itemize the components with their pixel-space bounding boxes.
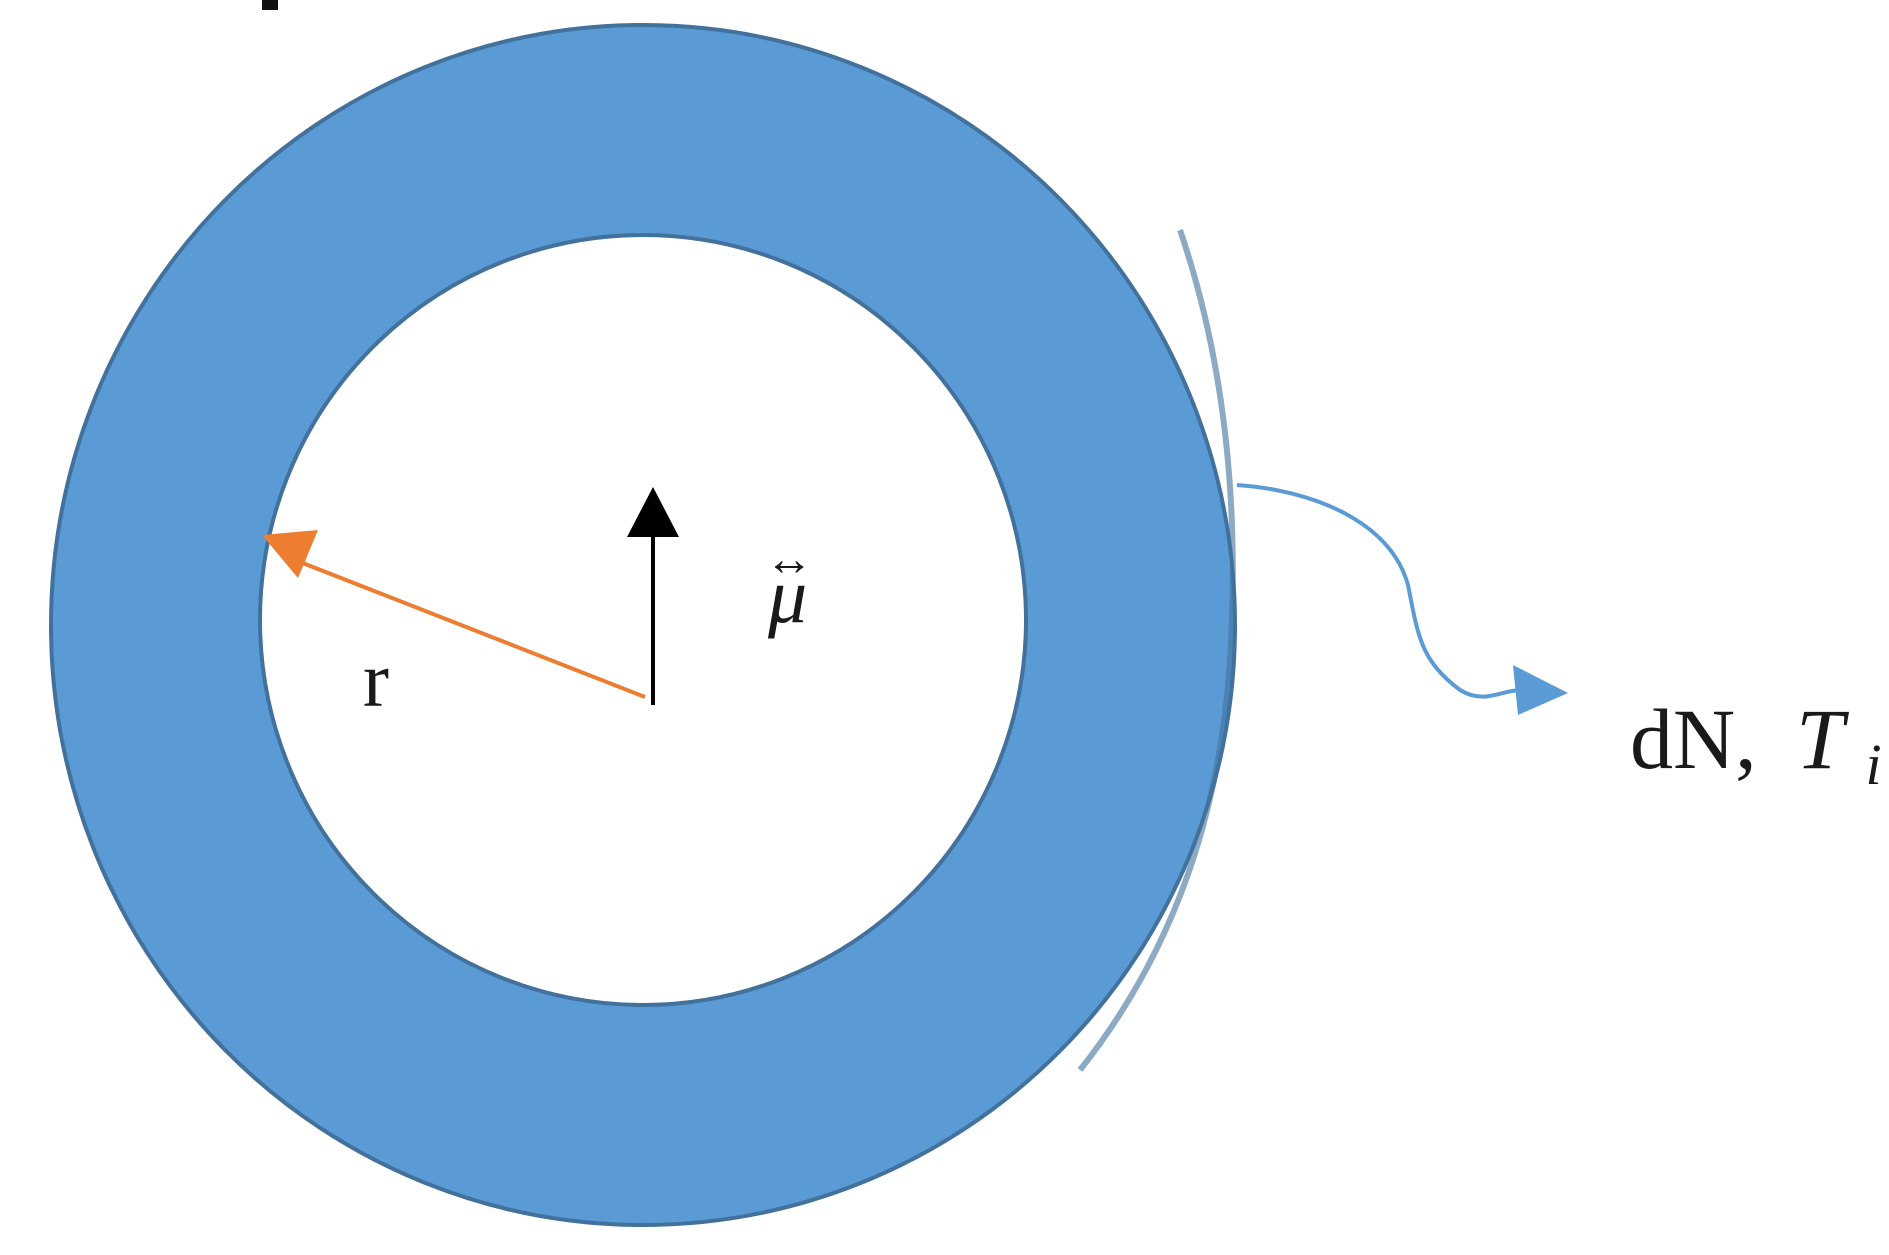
cropped-text-fragment bbox=[262, 0, 278, 10]
moment-arrowhead bbox=[627, 487, 679, 537]
moment-accent: ↔ bbox=[765, 533, 813, 586]
output-label: dN, T i bbox=[1630, 691, 1882, 797]
shell-rim-shadow bbox=[1077, 229, 1236, 1072]
emission-arrowhead bbox=[1513, 665, 1568, 715]
output-label-temp: T bbox=[1796, 691, 1849, 787]
inner-core bbox=[258, 233, 1028, 1007]
radius-arrow bbox=[294, 558, 646, 699]
moment-label: μ bbox=[767, 552, 807, 639]
output-label-main: dN, bbox=[1630, 691, 1757, 787]
output-label-subscript: i bbox=[1865, 732, 1881, 797]
radius-arrowhead bbox=[262, 530, 318, 578]
emission-arrow bbox=[1236, 483, 1523, 699]
radius-label: r bbox=[363, 636, 389, 723]
